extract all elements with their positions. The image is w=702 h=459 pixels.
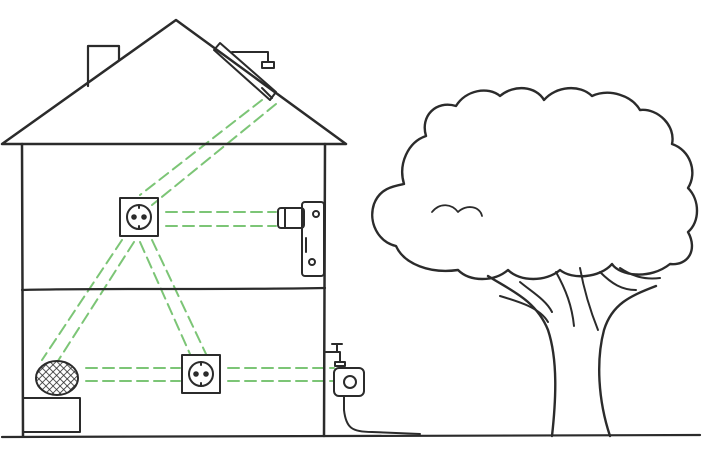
- tree-branch-right: [599, 267, 661, 291]
- ground-line: [0, 433, 702, 439]
- tree-trunk-right: [598, 284, 658, 438]
- tree-crown-inner-fold: [431, 204, 483, 217]
- roof: [0, 18, 348, 146]
- smart-door-lock-icon: [277, 201, 325, 277]
- floor-divider: [20, 286, 327, 292]
- house-wall-right: [322, 142, 327, 438]
- link-speaker-to-lower-socket: [85, 367, 181, 382]
- link-roof-to-upper-socket: [139, 99, 277, 206]
- tree-crown: [371, 87, 699, 281]
- smart-speaker-icon: [23, 360, 81, 433]
- power-socket-upper-icon: [119, 197, 159, 237]
- signal-links: [41, 99, 335, 382]
- roof-antenna-icon: [213, 42, 277, 101]
- tree-outline: [371, 87, 699, 438]
- tree-branch-middle: [555, 267, 599, 331]
- house: [0, 18, 348, 438]
- link-upper-socket-to-lower-socket: [139, 239, 207, 355]
- tree-branch-left: [499, 281, 553, 323]
- link-upper-socket-to-speaker: [41, 239, 135, 365]
- water-tap-valve-icon: [325, 343, 421, 435]
- power-socket-lower-icon: [181, 354, 221, 394]
- chimney: [86, 44, 121, 88]
- link-lower-socket-to-water-valve: [227, 367, 335, 382]
- link-upper-socket-to-door-lock: [165, 211, 277, 227]
- tree-trunk-left: [486, 274, 557, 438]
